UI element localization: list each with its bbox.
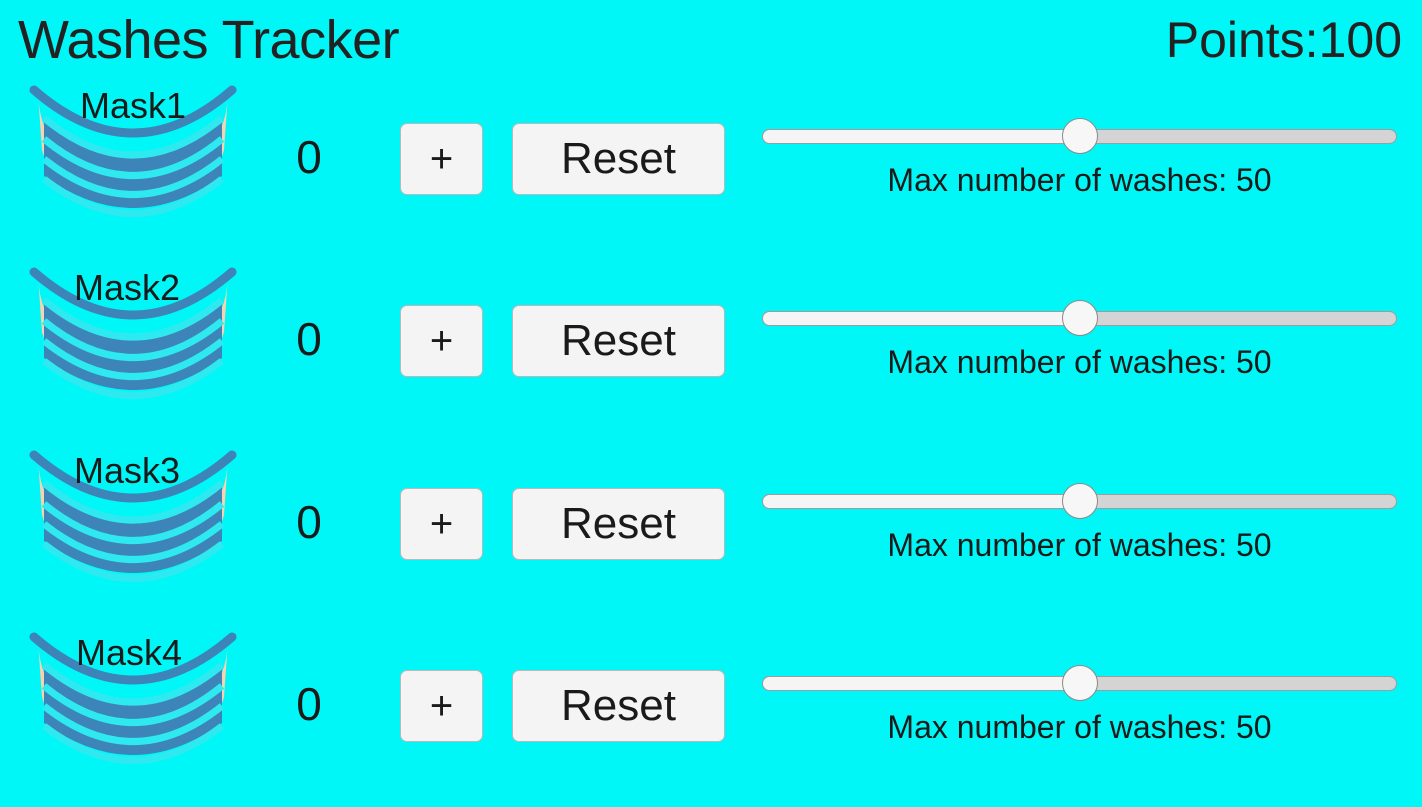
slider-thumb[interactable] <box>1062 483 1098 519</box>
increment-button[interactable]: + <box>400 123 483 195</box>
mask-name-label: Mask1 <box>80 85 187 126</box>
wash-count: 0 <box>296 313 322 365</box>
increment-button[interactable]: + <box>400 305 483 377</box>
mask-name-label: Mask3 <box>74 450 181 491</box>
face-mask-icon <box>29 85 237 217</box>
slider-fill <box>762 129 1080 144</box>
face-mask-icon <box>29 632 237 764</box>
mask-graphic: Mask3 <box>8 445 258 605</box>
wash-count: 0 <box>296 678 322 730</box>
slider-thumb[interactable] <box>1062 300 1098 336</box>
reset-button[interactable]: Reset <box>512 670 725 742</box>
increment-button[interactable]: + <box>400 488 483 560</box>
face-mask-icon <box>29 450 237 582</box>
face-mask-icon <box>29 267 237 399</box>
slider-thumb[interactable] <box>1062 665 1098 701</box>
slider-fill <box>762 494 1080 509</box>
wash-count: 0 <box>296 496 322 548</box>
max-washes-slider[interactable]: Max number of washes: 50 <box>762 483 1397 563</box>
mask-row: Mask1 0 + Reset Max number of washes: 50 <box>0 78 1422 260</box>
slider-caption: Max number of washes: 50 <box>887 344 1272 380</box>
slider-fill <box>762 311 1080 326</box>
page-title: Washes Tracker <box>18 10 400 70</box>
mask-name-label: Mask2 <box>74 267 181 308</box>
max-washes-slider[interactable]: Max number of washes: 50 <box>762 118 1397 198</box>
mask-graphic: Mask4 <box>8 627 258 787</box>
slider-fill <box>762 676 1080 691</box>
points-display: Points:100 <box>1165 12 1402 68</box>
reset-button[interactable]: Reset <box>512 305 725 377</box>
mask-row: Mask2 0 + Reset Max number of washes: 50 <box>0 260 1422 442</box>
slider-thumb[interactable] <box>1062 118 1098 154</box>
max-washes-slider[interactable]: Max number of washes: 50 <box>762 300 1397 380</box>
mask-graphic: Mask2 <box>8 262 258 422</box>
increment-button[interactable]: + <box>400 670 483 742</box>
wash-count: 0 <box>296 131 322 183</box>
mask-row: Mask3 0 + Reset Max number of washes: 50 <box>0 443 1422 625</box>
mask-row: Mask4 0 + Reset Max number of washes: 50 <box>0 625 1422 807</box>
slider-caption: Max number of washes: 50 <box>887 527 1272 563</box>
reset-button[interactable]: Reset <box>512 488 725 560</box>
slider-caption: Max number of washes: 50 <box>887 162 1272 198</box>
mask-name-label: Mask4 <box>76 632 183 673</box>
reset-button[interactable]: Reset <box>512 123 725 195</box>
max-washes-slider[interactable]: Max number of washes: 50 <box>762 665 1397 745</box>
app-header: Washes Tracker Points:100 <box>0 0 1422 78</box>
slider-caption: Max number of washes: 50 <box>887 709 1272 745</box>
mask-graphic: Mask1 <box>8 80 258 240</box>
